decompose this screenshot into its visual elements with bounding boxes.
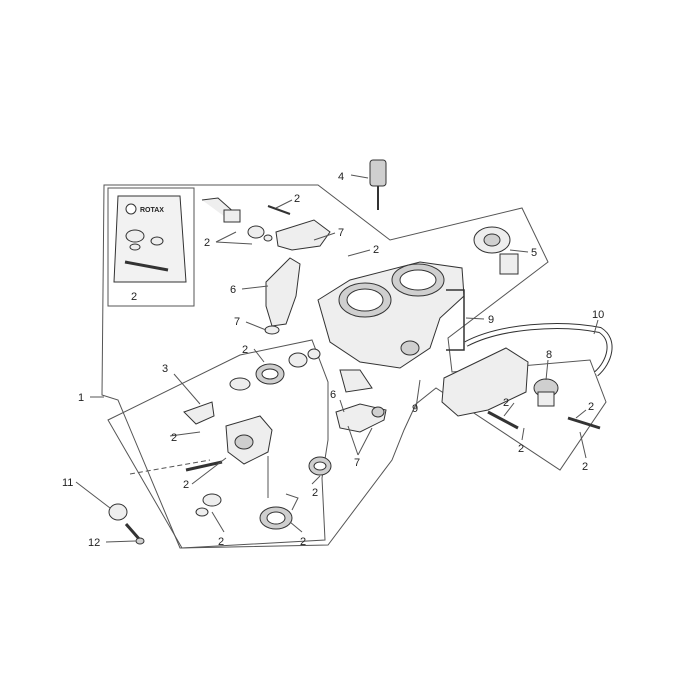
return-springs <box>259 456 332 530</box>
callout-7: 7 <box>234 316 240 328</box>
callout-3: 3 <box>162 363 168 375</box>
position-sensor <box>473 226 519 275</box>
callout-2: 2 <box>503 397 509 409</box>
callout-7: 7 <box>354 457 360 469</box>
callout-11: 11 <box>62 477 73 489</box>
callout-2: 2 <box>300 536 306 548</box>
subassembly-outline <box>107 339 329 549</box>
seal-set <box>229 348 321 391</box>
repair-kit-box: ROTAX <box>107 187 195 307</box>
callout-2: 2 <box>373 244 379 256</box>
cable-bracket <box>264 257 301 335</box>
kit-callout: 2 <box>131 291 137 303</box>
throttle-body <box>317 261 465 393</box>
fuel-rail <box>441 347 601 430</box>
callout-2: 2 <box>171 432 177 444</box>
callout-2: 2 <box>312 487 318 499</box>
callout-2: 2 <box>218 536 224 548</box>
throttle-lever-assembly <box>183 401 273 517</box>
callout-6: 6 <box>330 389 336 401</box>
callout-6: 6 <box>230 284 236 296</box>
lever-bracket <box>275 219 331 251</box>
rotax-logo-icon <box>125 203 137 215</box>
callout-9: 9 <box>412 403 418 415</box>
bolt-upper <box>201 197 291 242</box>
callout-2: 2 <box>242 344 248 356</box>
callout-1: 1 <box>78 392 84 404</box>
callout-2: 2 <box>183 479 189 491</box>
callout-2: 2 <box>204 237 210 249</box>
callout-9: 9 <box>488 314 494 326</box>
callout-10: 10 <box>592 309 604 321</box>
stop-screw <box>108 459 211 545</box>
callout-4: 4 <box>338 171 344 183</box>
assembly-outline <box>101 184 607 549</box>
callout-12: 12 <box>88 537 100 549</box>
callout-2: 2 <box>582 461 588 473</box>
callout-2: 2 <box>294 193 300 205</box>
leader-lines <box>75 174 599 543</box>
callout-labels: 4 2 2 7 2 5 6 7 9 10 2 3 8 1 6 9 2 2 2 7… <box>62 171 604 549</box>
kit-brand: ROTAX <box>140 207 164 214</box>
temp-sensor <box>369 159 387 210</box>
callout-2: 2 <box>588 401 594 413</box>
callout-2: 2 <box>518 443 524 455</box>
callout-8: 8 <box>546 349 552 361</box>
callout-7: 7 <box>338 227 344 239</box>
callout-5: 5 <box>531 247 537 259</box>
injector-bracket <box>335 403 387 433</box>
